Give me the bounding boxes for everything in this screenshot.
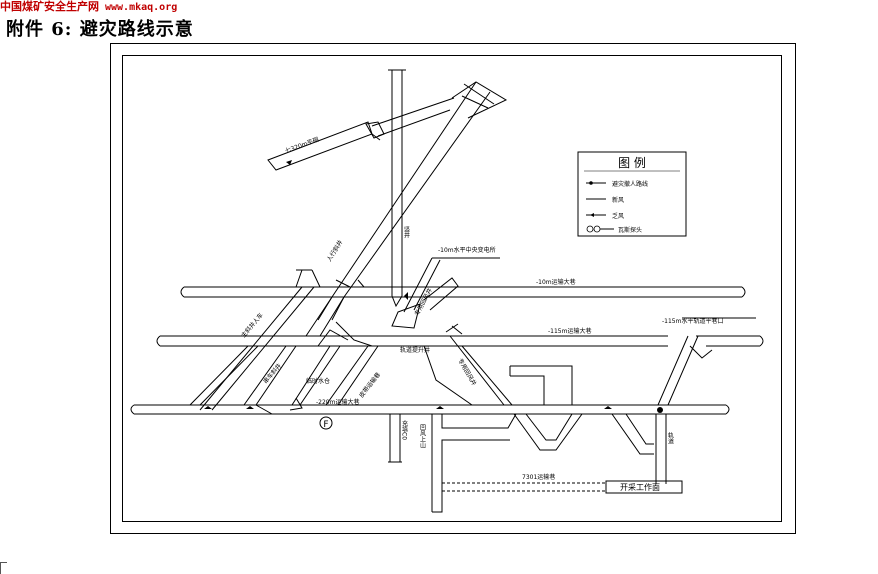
workface xyxy=(605,480,683,494)
transport-701 xyxy=(442,482,606,492)
temp-sump-label: 临时水仓 xyxy=(306,377,330,385)
legend-item-label: 乏风 xyxy=(612,212,624,220)
roadway-minus-10 xyxy=(180,286,746,298)
legend-title: 图 例 xyxy=(618,156,646,170)
upper-loop xyxy=(451,81,508,119)
pump-room-label: -115m水平轨道平巷口 xyxy=(662,317,723,325)
diagram-inner-frame xyxy=(122,55,782,522)
right-structure xyxy=(431,365,583,513)
roadway-minus-10-label: -10m运输大巷 xyxy=(536,278,576,286)
lower-diagonals xyxy=(289,345,379,411)
adit-320 xyxy=(267,97,455,171)
roadway-minus-115-label: -115m运输大巷 xyxy=(548,327,591,335)
c0-raise xyxy=(388,414,402,463)
adit-label: 七320m平硐 xyxy=(284,135,320,155)
pedestrian-incline-label: 人行斜井 xyxy=(325,238,345,263)
track-incline-label: 轨道提升井 xyxy=(400,346,430,354)
roadway-minus-220 xyxy=(130,404,730,415)
diagram-outer-frame xyxy=(110,43,796,534)
workface-label: 开采工作面 xyxy=(620,482,660,492)
evacuation-route-icon xyxy=(589,181,593,185)
transport-701-label: 7301运输巷 xyxy=(522,473,555,481)
substation-label: -10m水平中央变电所 xyxy=(438,246,496,254)
watermark-url: www.mkaq.org xyxy=(105,2,178,13)
gas-sensor-icon xyxy=(586,225,614,233)
f-marker: F xyxy=(323,420,328,430)
rail-label: 轨道 xyxy=(667,431,674,445)
middle-wedge xyxy=(305,279,373,347)
belt-incline-label: 皮带运输巷 xyxy=(357,371,382,400)
vertical-shaft xyxy=(388,69,406,308)
evacuation-arrows xyxy=(204,160,663,413)
left-inclines xyxy=(189,269,321,415)
main-incline-label: 主斜井人车 xyxy=(239,311,264,339)
f-marker-group: F xyxy=(319,416,333,430)
return-air-incline xyxy=(422,323,513,406)
page-title: 附件 6: 避灾路线示意 xyxy=(6,19,194,40)
legend-item-label: 避灾撤人路线 xyxy=(612,180,648,188)
roadway-minus-115 xyxy=(156,335,764,347)
legend-item-label: 新风 xyxy=(612,196,624,204)
legend-item-label: 瓦斯探头 xyxy=(618,226,642,234)
raise-c0-label: 充填C0 xyxy=(401,419,408,440)
site-watermark: 中国煤矿安全生产网 www.mkaq.org xyxy=(0,0,177,14)
corner-mark xyxy=(0,562,7,574)
watermark-site-name: 中国煤矿安全生产网 xyxy=(0,0,99,13)
roadway-minus-220-label: -220m运输大巷 xyxy=(316,398,359,406)
raise-c0b-label: 回风上山 xyxy=(419,424,426,449)
legend: 图 例 避灾撤人路线 新风 乏风 瓦斯探头 xyxy=(577,151,687,237)
substation-branch xyxy=(391,257,500,329)
far-right-incline xyxy=(611,317,756,484)
shaft-label: 竖井 xyxy=(403,225,410,239)
